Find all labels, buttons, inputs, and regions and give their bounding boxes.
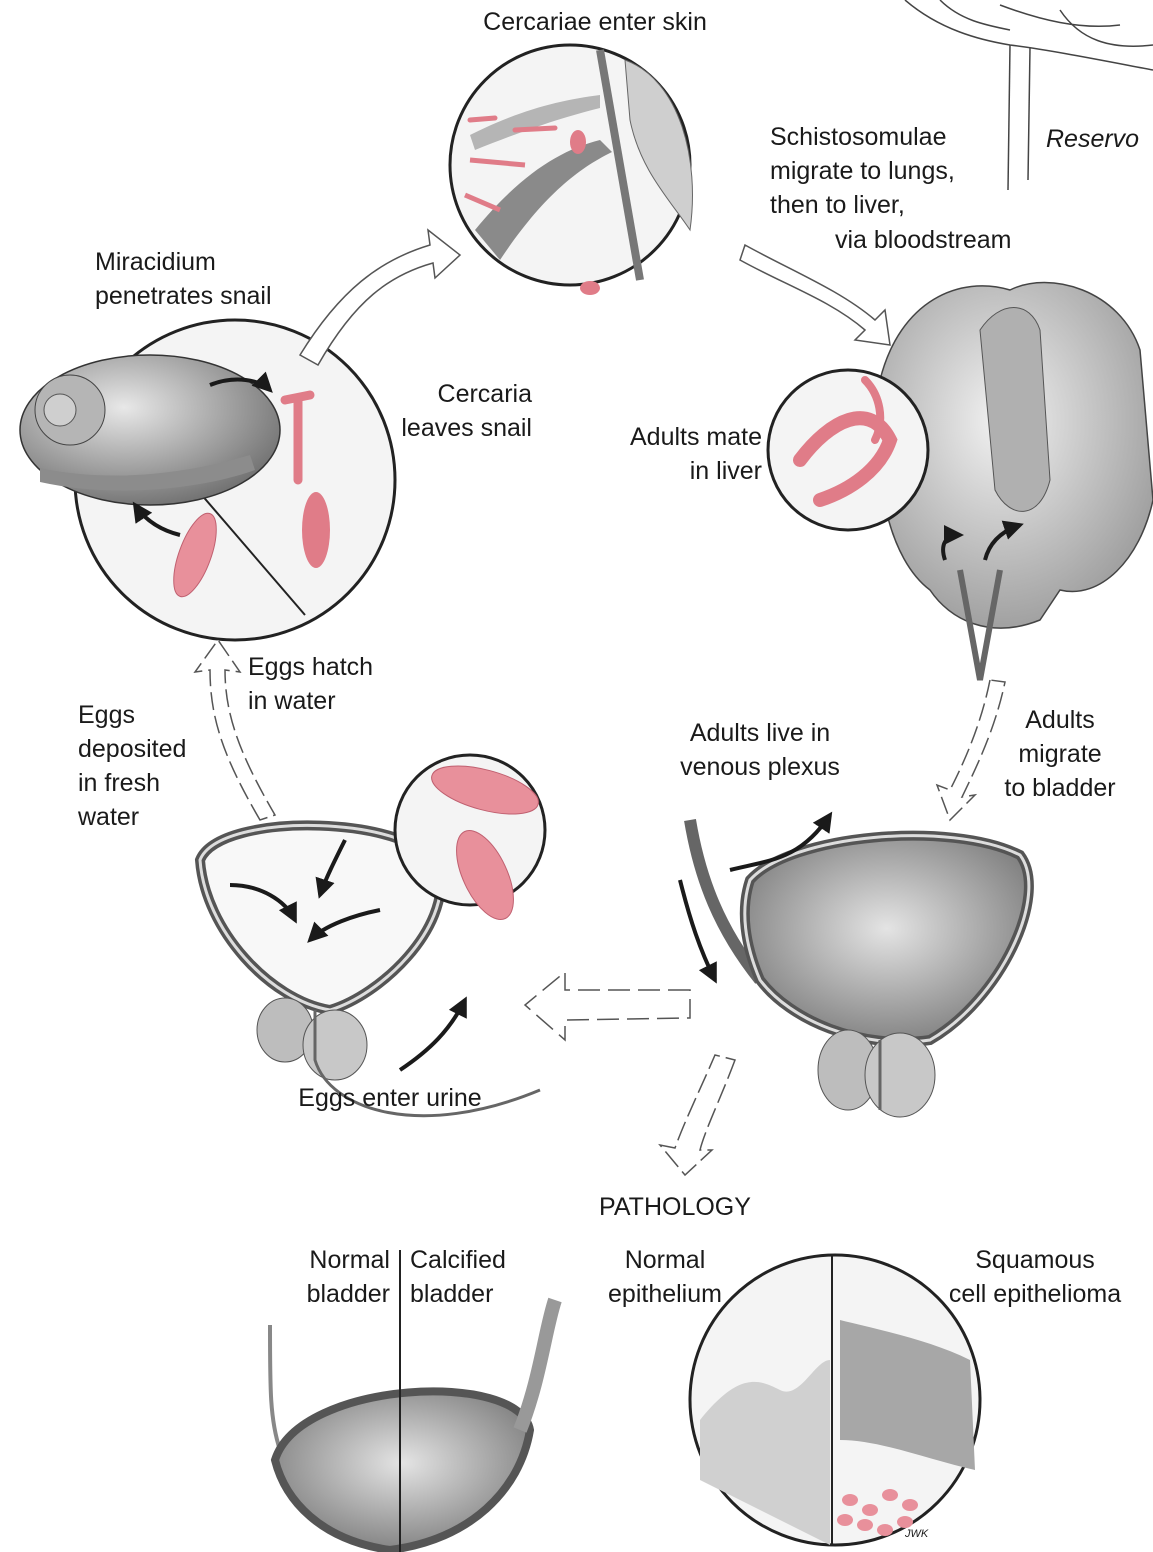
label-adults-migrate: Adults migrate to bladder: [985, 703, 1135, 805]
skin-penetration-inset: [450, 45, 692, 295]
label-squamous-cell-epithelioma: Squamous cell epithelioma: [930, 1243, 1140, 1311]
label-cercaria-leaves: Cercaria leaves snail: [350, 377, 532, 445]
label-eggs-enter-urine: Eggs enter urine: [270, 1081, 510, 1115]
label-cercariae-enter-skin: Cercariae enter skin: [455, 5, 735, 39]
label-calcified-bladder: Calcified bladder: [410, 1243, 550, 1311]
snail-inset: [20, 320, 395, 640]
label-miracidium: Miracidium penetrates snail: [95, 245, 325, 313]
label-eggs-hatch: Eggs hatch in water: [248, 650, 408, 718]
organs-illustration: [768, 283, 1153, 681]
hollow-arrow-skin-to-organs: [740, 245, 890, 345]
label-eggs-deposited: Eggs deposited in fresh water: [78, 698, 218, 834]
label-adults-mate: Adults mate in liver: [595, 420, 762, 488]
label-normal-epithelium: Normal epithelium: [590, 1243, 740, 1311]
label-pathology: PATHOLOGY: [570, 1190, 780, 1224]
label-schistosomulae: Schistosomulae migrate to lungs, then to…: [770, 120, 1030, 222]
hollow-arrow-to-pathology: [660, 1055, 735, 1175]
artist-signature: JWK: [905, 1528, 945, 1540]
label-reservoir: Reservo: [1046, 122, 1153, 156]
label-adults-live: Adults live in venous plexus: [655, 716, 865, 784]
label-normal-bladder: Normal bladder: [270, 1243, 390, 1311]
label-via-bloodstream: via bloodstream: [835, 223, 1055, 257]
left-bladder: [200, 755, 545, 1116]
right-bladder: [680, 815, 1029, 1117]
hollow-arrow-to-urine: [525, 972, 690, 1040]
